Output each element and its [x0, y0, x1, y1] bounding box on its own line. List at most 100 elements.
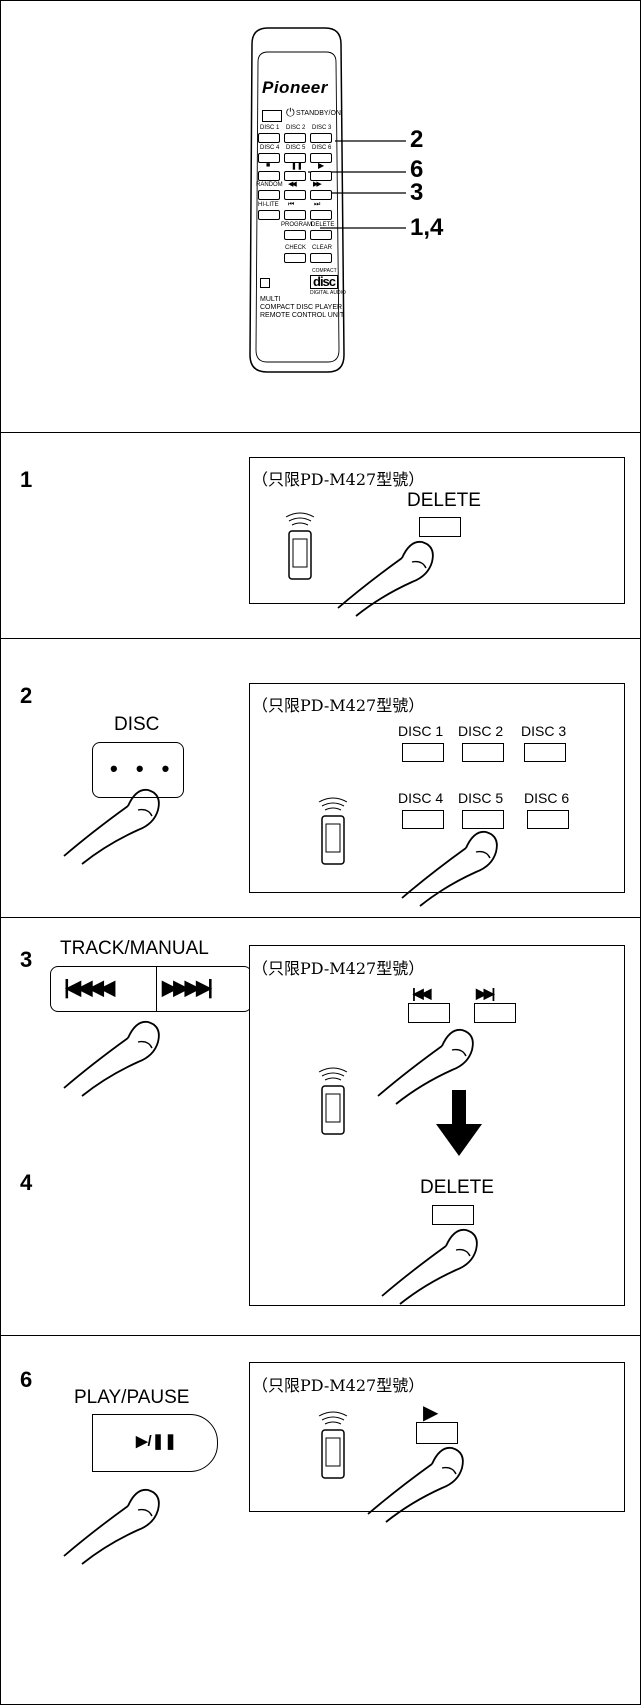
- step-3-number: 3: [20, 947, 33, 972]
- step-6-panel-finger-icon: [367, 1446, 464, 1523]
- step-3-skip-back-button[interactable]: [408, 1003, 450, 1023]
- step-2-disc-label: DISC: [114, 714, 160, 735]
- play-button[interactable]: [310, 171, 332, 181]
- unit-text-1: MULTI: [260, 296, 281, 303]
- step-3-remote-icon: [318, 1067, 348, 1135]
- fast-forward-button[interactable]: [310, 190, 332, 200]
- step-6-model-note: （只限PD-M427型號）: [252, 1376, 425, 1395]
- power-icon: ⏻: [286, 107, 295, 119]
- standby-label: STANDBY/ON: [296, 110, 341, 117]
- step-2-disc2-label: DISC 2: [458, 723, 504, 739]
- check-button[interactable]: [284, 253, 306, 263]
- step-1-finger-icon: [337, 540, 434, 617]
- delete-label: DELETE: [311, 222, 335, 228]
- check-label: CHECK: [285, 245, 307, 251]
- step-2-remote-icon: [318, 797, 348, 865]
- pause-icon: ❚❚: [291, 163, 303, 170]
- step-2-disc-button[interactable]: [92, 742, 184, 798]
- step-1-remote-icon: [285, 512, 315, 580]
- step-4-delete-label: DELETE: [420, 1177, 494, 1198]
- step-6-number: 6: [20, 1367, 33, 1392]
- step-2-disc4-label: DISC 4: [398, 790, 444, 806]
- step-6-remote-icon: [318, 1411, 348, 1479]
- rewind-button[interactable]: [284, 190, 306, 200]
- program-button[interactable]: [284, 230, 306, 240]
- step-6-play-pause-icon: ▶/❚❚: [136, 1433, 177, 1450]
- step-4-finger-icon: [381, 1228, 478, 1305]
- pause-button[interactable]: [284, 171, 306, 181]
- stop-icon: ■: [266, 162, 271, 169]
- callout-6: 6: [410, 156, 424, 183]
- cd-logo-bottom: DIGITAL AUDIO: [310, 290, 346, 296]
- hilite-button[interactable]: [258, 210, 280, 220]
- step-1-delete-button[interactable]: [419, 517, 461, 537]
- fast-forward-icon: ▶▶: [313, 181, 322, 188]
- step-6-play-pause-button[interactable]: [92, 1414, 218, 1472]
- step-2-disc6-button[interactable]: [527, 810, 569, 829]
- disc-4-button[interactable]: [258, 153, 280, 163]
- program-label: PROGRAM: [281, 222, 313, 228]
- step-6-play-button[interactable]: [416, 1422, 458, 1444]
- step-2-model-note: （只限PD-M427型號）: [252, 696, 425, 715]
- callout-3: 3: [410, 179, 424, 206]
- step-3-skip-forward-icon: ▶▶|: [476, 985, 496, 1001]
- step-4-delete-button[interactable]: [432, 1205, 474, 1225]
- step-1-number: 1: [20, 467, 33, 492]
- step-2-disc6-label: DISC 6: [524, 790, 570, 806]
- step-2-number: 2: [20, 683, 33, 708]
- divider: [0, 432, 641, 433]
- step-1-delete-label: DELETE: [407, 490, 481, 511]
- step-6-play-label: PLAY/PAUSE: [74, 1387, 190, 1408]
- disc-3-label: DISC 3: [312, 125, 332, 131]
- step-2-finger-icon: [63, 788, 160, 865]
- step-2-disc3-button[interactable]: [524, 743, 566, 762]
- skip-back-button[interactable]: [284, 210, 306, 220]
- skip-back-icon: ⏮: [288, 201, 294, 208]
- step-2-disc5-label: DISC 5: [458, 790, 504, 806]
- step-3-skip-forward-button[interactable]: [474, 1003, 516, 1023]
- step-1-model-note: （只限PD-M427型號）: [252, 470, 425, 489]
- clear-button[interactable]: [310, 253, 332, 263]
- step-3-track-divider: [156, 967, 157, 1011]
- standby-button[interactable]: [262, 110, 282, 122]
- step-3-panel-finger-icon: [377, 1028, 474, 1105]
- random-label: RANDOM: [256, 182, 283, 188]
- step-3-prev-icon: |◀◀◀◀: [64, 977, 115, 999]
- step-3-model-note: （只限PD-M427型號）: [252, 959, 425, 978]
- unit-text-2: COMPACT DISC PLAYER: [260, 304, 343, 311]
- disc-5-button[interactable]: [284, 153, 306, 163]
- step-3-track-button[interactable]: [50, 966, 252, 1012]
- disc-3-button[interactable]: [310, 133, 332, 143]
- disc-2-button[interactable]: [284, 133, 306, 143]
- step-2-disc4-button[interactable]: [402, 810, 444, 829]
- callout-2: 2: [410, 126, 424, 153]
- divider: [0, 1335, 641, 1336]
- divider: [0, 917, 641, 918]
- disc-6-label: DISC 6: [312, 145, 332, 151]
- unit-text-3: REMOTE CONTROL UNIT: [260, 312, 345, 319]
- disc-1-label: DISC 1: [260, 125, 280, 131]
- step-3-track-label: TRACK/MANUAL: [60, 938, 209, 959]
- stop-button[interactable]: [258, 171, 280, 181]
- down-arrow-icon: [436, 1090, 482, 1156]
- cd-logo-icon: disc: [310, 275, 339, 289]
- disc-6-button[interactable]: [310, 153, 332, 163]
- divider: [0, 638, 641, 639]
- step-4-number: 4: [20, 1170, 33, 1195]
- step-6-play-icon: ▶: [423, 1402, 439, 1424]
- step-2-disc1-label: DISC 1: [398, 723, 444, 739]
- ir-icon: [260, 278, 270, 288]
- delete-button[interactable]: [310, 230, 332, 240]
- clear-label: CLEAR: [312, 245, 333, 251]
- disc-1-button[interactable]: [258, 133, 280, 143]
- play-icon: ▶: [318, 161, 325, 170]
- step-3-finger-icon: [63, 1020, 160, 1097]
- step-2-box: [249, 683, 625, 893]
- skip-forward-icon: ⏭: [314, 201, 320, 208]
- random-button[interactable]: [258, 190, 280, 200]
- step-2-disc2-button[interactable]: [462, 743, 504, 762]
- step-2-disc5-button[interactable]: [462, 810, 504, 829]
- skip-forward-button[interactable]: [310, 210, 332, 220]
- step-2-disc1-button[interactable]: [402, 743, 444, 762]
- step-3-next-icon: ▶▶▶▶|: [162, 977, 213, 999]
